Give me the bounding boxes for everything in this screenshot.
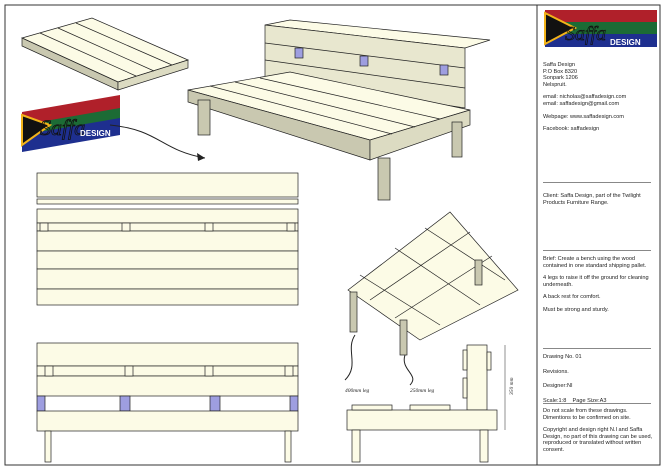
po-box: P.O Box 8320 [543, 68, 578, 75]
sheet-border [4, 4, 661, 466]
underside-isometric-view [347, 211, 519, 356]
svg-text:Saffa: Saffa [565, 23, 606, 45]
designer: Designer:NI [543, 383, 573, 390]
client-text: Client: Saffa Design, part of the Twilig… [543, 193, 641, 206]
brief-legs: 4 legs to raise it off the ground for cl… [543, 275, 649, 288]
divider [543, 182, 651, 183]
leader-line [344, 334, 356, 381]
scale-note: Do not scale from these drawings. Diment… [543, 408, 631, 421]
long-leg-label: 400mm leg [345, 387, 370, 394]
email-2: email: saffadesign@gmail.com [543, 100, 620, 107]
leader-line [403, 354, 414, 386]
top-view [36, 172, 299, 306]
brief-backrest: A back rest for comfort. [543, 294, 601, 301]
brief-text: Brief: Create a bench using the wood con… [543, 256, 647, 269]
title-block-logo: Saffa DESIGN [544, 10, 657, 47]
facebook: Facebook: saffadesign [543, 126, 600, 133]
email-1: email: nicholas@saffadesign.com [543, 94, 627, 101]
scale: Scale:1:8 [543, 397, 567, 404]
city: Nelspruit. [543, 81, 567, 88]
logo-design-text: DESIGN [80, 129, 111, 138]
arrowhead-icon [197, 153, 205, 161]
front-view [36, 342, 299, 463]
divider [543, 403, 651, 404]
revisions: Revisions. [543, 368, 569, 375]
page-size: Page Size:A3 [572, 397, 607, 404]
short-leg-label: 250mm leg [410, 388, 435, 394]
copyright-note: Copyright and design right N.I and Saffa… [543, 427, 653, 453]
svg-text:DESIGN: DESIGN [610, 38, 641, 47]
notes-block: Do not scale from these drawings. Diment… [543, 408, 655, 460]
divider [543, 348, 651, 349]
webpage: Webpage: www.saffadesign.com [543, 113, 624, 120]
side-view [346, 344, 498, 463]
postal-area: Sonpark 1206 [543, 75, 578, 82]
height-dimension-label: 350 mm [509, 377, 515, 396]
drawing-info: Drawing No. 01 Revisions. Designer:NI Sc… [543, 354, 655, 410]
brief-block: Brief: Create a bench using the wood con… [543, 256, 655, 320]
brief-strength: Must be strong and sturdy. [543, 306, 609, 313]
company-name: Saffa Design [543, 62, 575, 68]
drawing-number: Drawing No. 01 [543, 354, 582, 360]
pallet-isometric-view [20, 17, 189, 91]
bench-isometric-view [187, 19, 491, 201]
logo-script-text: Saffa [40, 115, 85, 140]
divider [543, 250, 651, 251]
arrow-icon [109, 124, 206, 159]
saffa-design-logo: Saffa DESIGN [21, 95, 120, 152]
